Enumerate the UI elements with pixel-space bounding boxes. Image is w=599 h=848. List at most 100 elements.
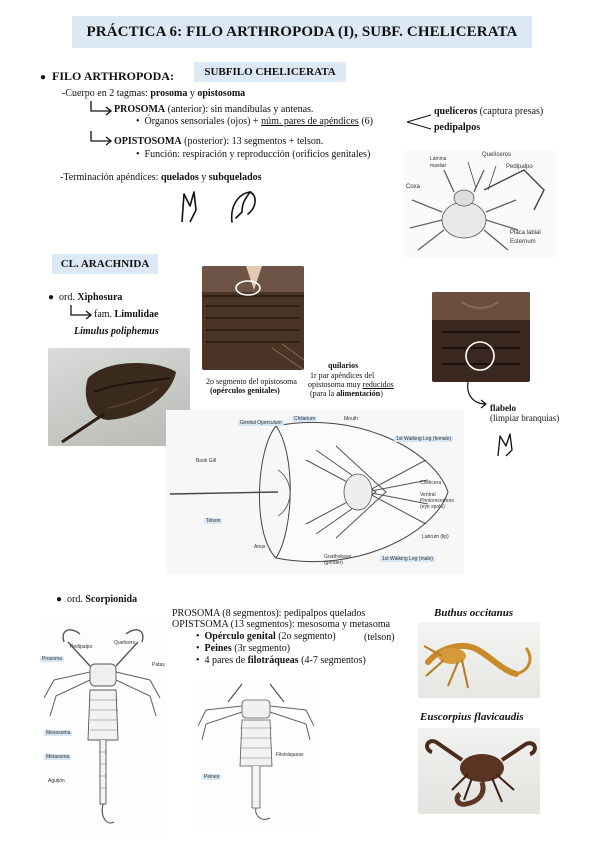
scorpion-dorsal-diagram: Pedipalpo Quelicero Prosoma Patas Mesoso… — [40, 620, 166, 834]
pedipalpos-label: pedipalpos — [434, 122, 481, 133]
fam-prefix: fam. — [94, 309, 115, 320]
page-title: PRÁCTICA 6: FILO ARTHROPODA (I), SUBF. C… — [72, 16, 532, 48]
prosoma-bullet: • Órganos sensoriales (ojos) + núm. pare… — [136, 116, 373, 128]
limulus-diagram-drawing — [169, 421, 449, 563]
scorp-b1-bold: Opérculo genital — [204, 631, 276, 642]
opistosoma-label: OPISTOSOMA — [114, 136, 182, 147]
label-prosoma-scorp: Prosoma — [40, 656, 65, 662]
label-telson: Telson — [204, 518, 223, 524]
scorp-b3-rest: (4-7 segmentos) — [298, 655, 366, 666]
euscorpius-photo-drawing — [425, 739, 537, 807]
prosoma-bullet-end: (6) — [358, 116, 373, 127]
opistosoma-bullet-text: Función: respiración y reproducción (ori… — [144, 149, 371, 160]
queliceros-label: quelíceros — [434, 106, 478, 117]
scorp-b1-rest: (2o segmento) — [275, 631, 336, 642]
filo-heading-text: FILO ARTHROPODA: — [52, 69, 174, 83]
label-placa-labial: Placa labial — [510, 230, 541, 236]
label-pedipalpo-diagram: Pedipalpo — [506, 164, 533, 170]
bullet-icon: ● — [56, 594, 63, 605]
flabelo-desc: (limpiar branquias) — [490, 413, 560, 423]
bullet-icon: ● — [48, 292, 55, 303]
bullet-icon: • — [136, 116, 145, 127]
opercula-caption-1: 2o segmento del opistosoma — [206, 377, 297, 386]
scorpion-ventral-drawing — [197, 683, 315, 820]
buthus-photo — [418, 622, 540, 698]
limulus-photo-drawing — [61, 362, 176, 444]
limulus-photo — [48, 348, 190, 446]
fam-line: fam. Limulidae — [94, 309, 158, 321]
subfilo-chip: SUBFILO CHELICERATA — [194, 62, 346, 82]
label-quelicero-scorp: Quelicero — [114, 640, 136, 646]
label-mesosoma: Mesosoma — [44, 730, 73, 736]
scorp-telson-note: (telson) — [364, 632, 395, 643]
terminacion-line: -Terminación apéndices: quelados y subqu… — [60, 172, 262, 184]
cuerpo-y: y — [187, 88, 198, 99]
label-pedipalpo-scorp: Pedipalpo — [70, 644, 93, 650]
species-buthus: Buthus occitanus — [434, 607, 514, 619]
chelicerate-mouthparts-diagram: Lámina maxilar Quelíceros Pedipalpo Coxa… — [404, 150, 556, 258]
limulus-ventral-diagram: Genital Operculum Chilarium Mouth 1st Wa… — [166, 410, 464, 574]
species-limulus: Limulus poliphemus — [74, 326, 159, 337]
label-anus: Anus — [254, 544, 266, 550]
buthus-photo-drawing — [423, 643, 532, 689]
prosoma-bullet-text: Órganos sensoriales (ojos) + — [144, 116, 262, 127]
terminacion-quelados: quelados — [160, 172, 199, 183]
prosoma-bullet-underlined: núm. pares de apéndices — [261, 116, 359, 127]
claw-sketch-icon — [181, 190, 256, 223]
ord-xiphosura: Xiphosura — [77, 292, 123, 303]
euscorpius-photo — [418, 728, 540, 814]
label-aguijon: Aguijón — [48, 778, 65, 784]
chelicerate-diagram-drawing — [409, 161, 545, 251]
label-filotraqueas: Filotráqueas — [276, 752, 304, 758]
label-walking-leg-female: 1st Walking Leg (female) — [394, 436, 454, 442]
quilarios-line2: opistosoma muy reducidos — [308, 380, 394, 389]
queliceros-desc: (captura presas) — [477, 106, 544, 117]
terminacion-prefix: -Terminación apéndices: — [60, 172, 161, 183]
quilarios-line2-u: reducidos — [362, 380, 394, 389]
bullet-icon: • — [136, 149, 145, 160]
scorp-b3-pre: 4 pares de — [204, 655, 248, 666]
terminacion-subquelados: subquelados — [208, 172, 262, 183]
cuerpo-opistosoma: opistosoma — [197, 88, 246, 99]
opistosoma-desc: (posterior): 13 segmentos + telson. — [181, 136, 324, 147]
opistosoma-bullet: • Función: respiración y reproducción (o… — [136, 149, 370, 161]
scorp-bullet-1: • Opérculo genital (2o segmento) — [196, 631, 336, 643]
queliceros-line: quelíceros (captura presas) — [434, 106, 543, 118]
quilarios-title: quilarios — [328, 361, 359, 370]
ord-prefix-scorp: ord. — [67, 594, 86, 605]
label-metasoma: Metasoma — [44, 754, 72, 760]
opistosoma-line: OPISTOSOMA (posterior): 13 segmentos + t… — [114, 136, 323, 148]
scorp-bullet-3: • 4 pares de filotráqueas (4-7 segmentos… — [196, 655, 366, 667]
bullet-icon: ● — [40, 72, 47, 83]
label-mouth: Mouth — [344, 416, 358, 422]
prosoma-label: PROSOMA — [114, 104, 166, 115]
scorp-b2-bold: Peines — [204, 643, 232, 654]
prosoma-desc: (anterior): sin mandíbulas y antenas. — [165, 104, 314, 115]
label-labrum: Labrum (lip) — [422, 534, 449, 540]
bullet-icon: • — [196, 643, 205, 654]
arrow-icon — [90, 131, 113, 146]
label-genital-operculum: Genital Operculum — [238, 420, 284, 426]
quilarios-line3-a: (para la — [310, 389, 337, 398]
claw-sketch-icon — [497, 433, 513, 457]
label-lamina: Lámina — [430, 156, 447, 162]
scorp-b3-bold: filotráqueas — [247, 655, 299, 666]
fam-limulidae: Limulidae — [114, 309, 159, 320]
scorp-b2-rest: (3r segmento) — [231, 643, 291, 654]
label-gnathobase: Gnathobase (grinder) — [324, 554, 352, 566]
label-walking-leg-male: 1st Walking Leg (male) — [380, 556, 435, 562]
quilarios-line1: 1r par apéndices del — [310, 371, 375, 380]
label-ventral-photoreceptors: Ventral Photoreceptors (eye spots) — [420, 492, 454, 510]
label-queliceros-diagram: Quelíceros — [482, 152, 512, 158]
terminacion-y: y — [198, 172, 209, 183]
section-heading-filo: ● FILO ARTHROPODA: — [40, 70, 174, 84]
cuerpo-prosoma: prosoma — [150, 88, 188, 99]
label-esternum: Esternum — [510, 239, 536, 245]
bullet-icon: • — [196, 655, 205, 666]
flabelo-photo — [432, 292, 530, 382]
scorp-opistsoma-line: OPISTSOMA (13 segmentos): mesosoma y met… — [172, 619, 391, 630]
label-coxa: Coxa — [406, 184, 421, 190]
opercula-photo-drawing — [202, 266, 304, 370]
cuerpo-prefix: -Cuerpo en 2 tagmas: — [62, 88, 151, 99]
quilarios-line3-c: ) — [380, 389, 383, 398]
